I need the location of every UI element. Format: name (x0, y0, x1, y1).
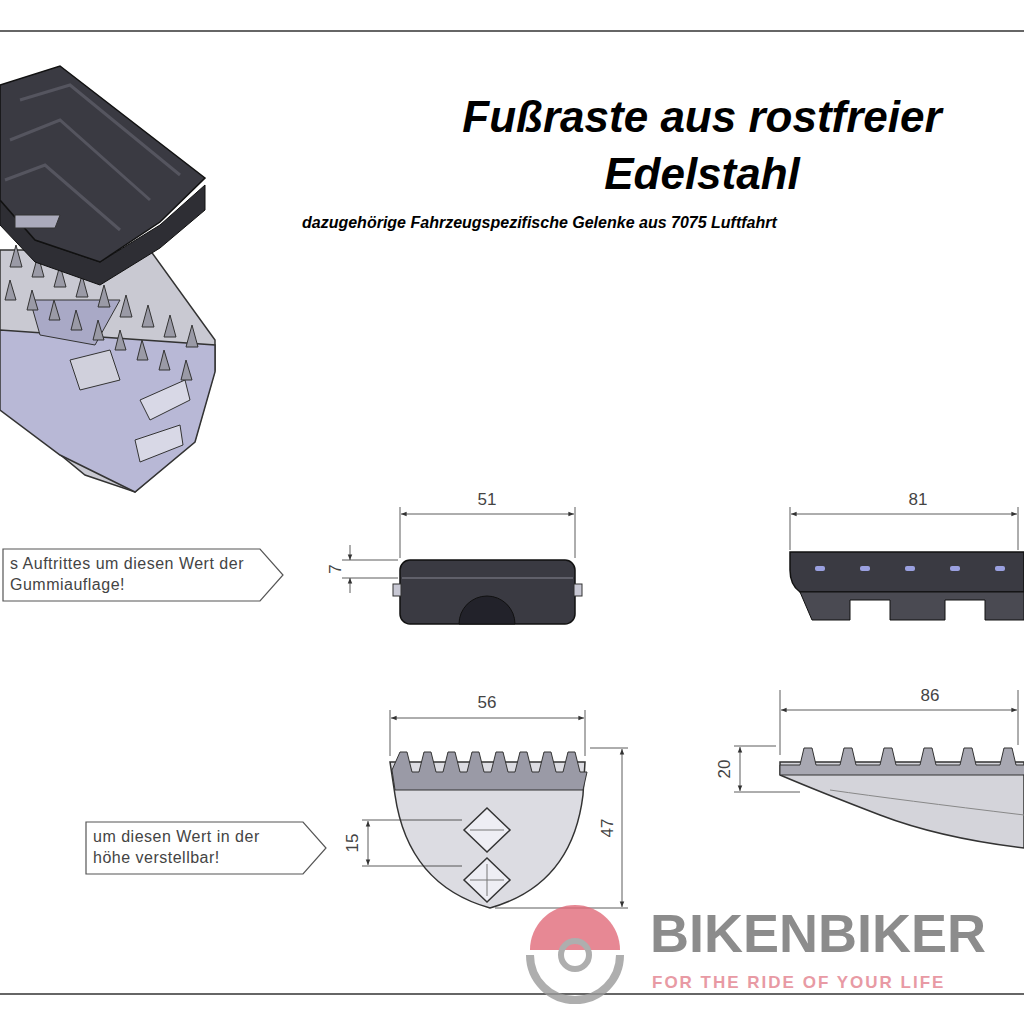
callout-text: um diesen Wert in der höhe verstellbar! (93, 827, 293, 869)
title: Fußraste aus rostfreier Edelstahl (380, 88, 1024, 202)
frame-line (0, 30, 1024, 32)
dimension: 86 (919, 687, 942, 706)
dimension: 81 (907, 491, 930, 510)
watermark-slogan: FOR THE RIDE OF YOUR LIFE (652, 974, 945, 993)
pad-side-view (790, 507, 1024, 620)
dimension: 47 (599, 817, 618, 840)
watermark: BIKENBIKER (650, 904, 986, 963)
frame-line (0, 993, 1024, 995)
pad-end-view (342, 507, 582, 624)
dimension: 20 (716, 758, 735, 781)
isometric-view (0, 66, 215, 492)
callout-box: s Auftrittes um diesen Wert der Gummiauf… (2, 548, 284, 602)
dimension: 56 (476, 694, 499, 713)
watermark-logo (530, 905, 620, 1000)
dimension: 15 (344, 832, 363, 855)
dimension: 7 (327, 562, 346, 575)
peg-front-view (362, 710, 628, 908)
dimension: 51 (476, 491, 499, 510)
callout-text: s Auftrittes um diesen Wert der Gummiauf… (10, 554, 250, 596)
callout-box: um diesen Wert in der höhe verstellbar! (85, 821, 327, 875)
peg-side-view (734, 690, 1024, 848)
subtitle: dazugehörige Fahrzeugspezifische Gelenke… (302, 214, 777, 232)
